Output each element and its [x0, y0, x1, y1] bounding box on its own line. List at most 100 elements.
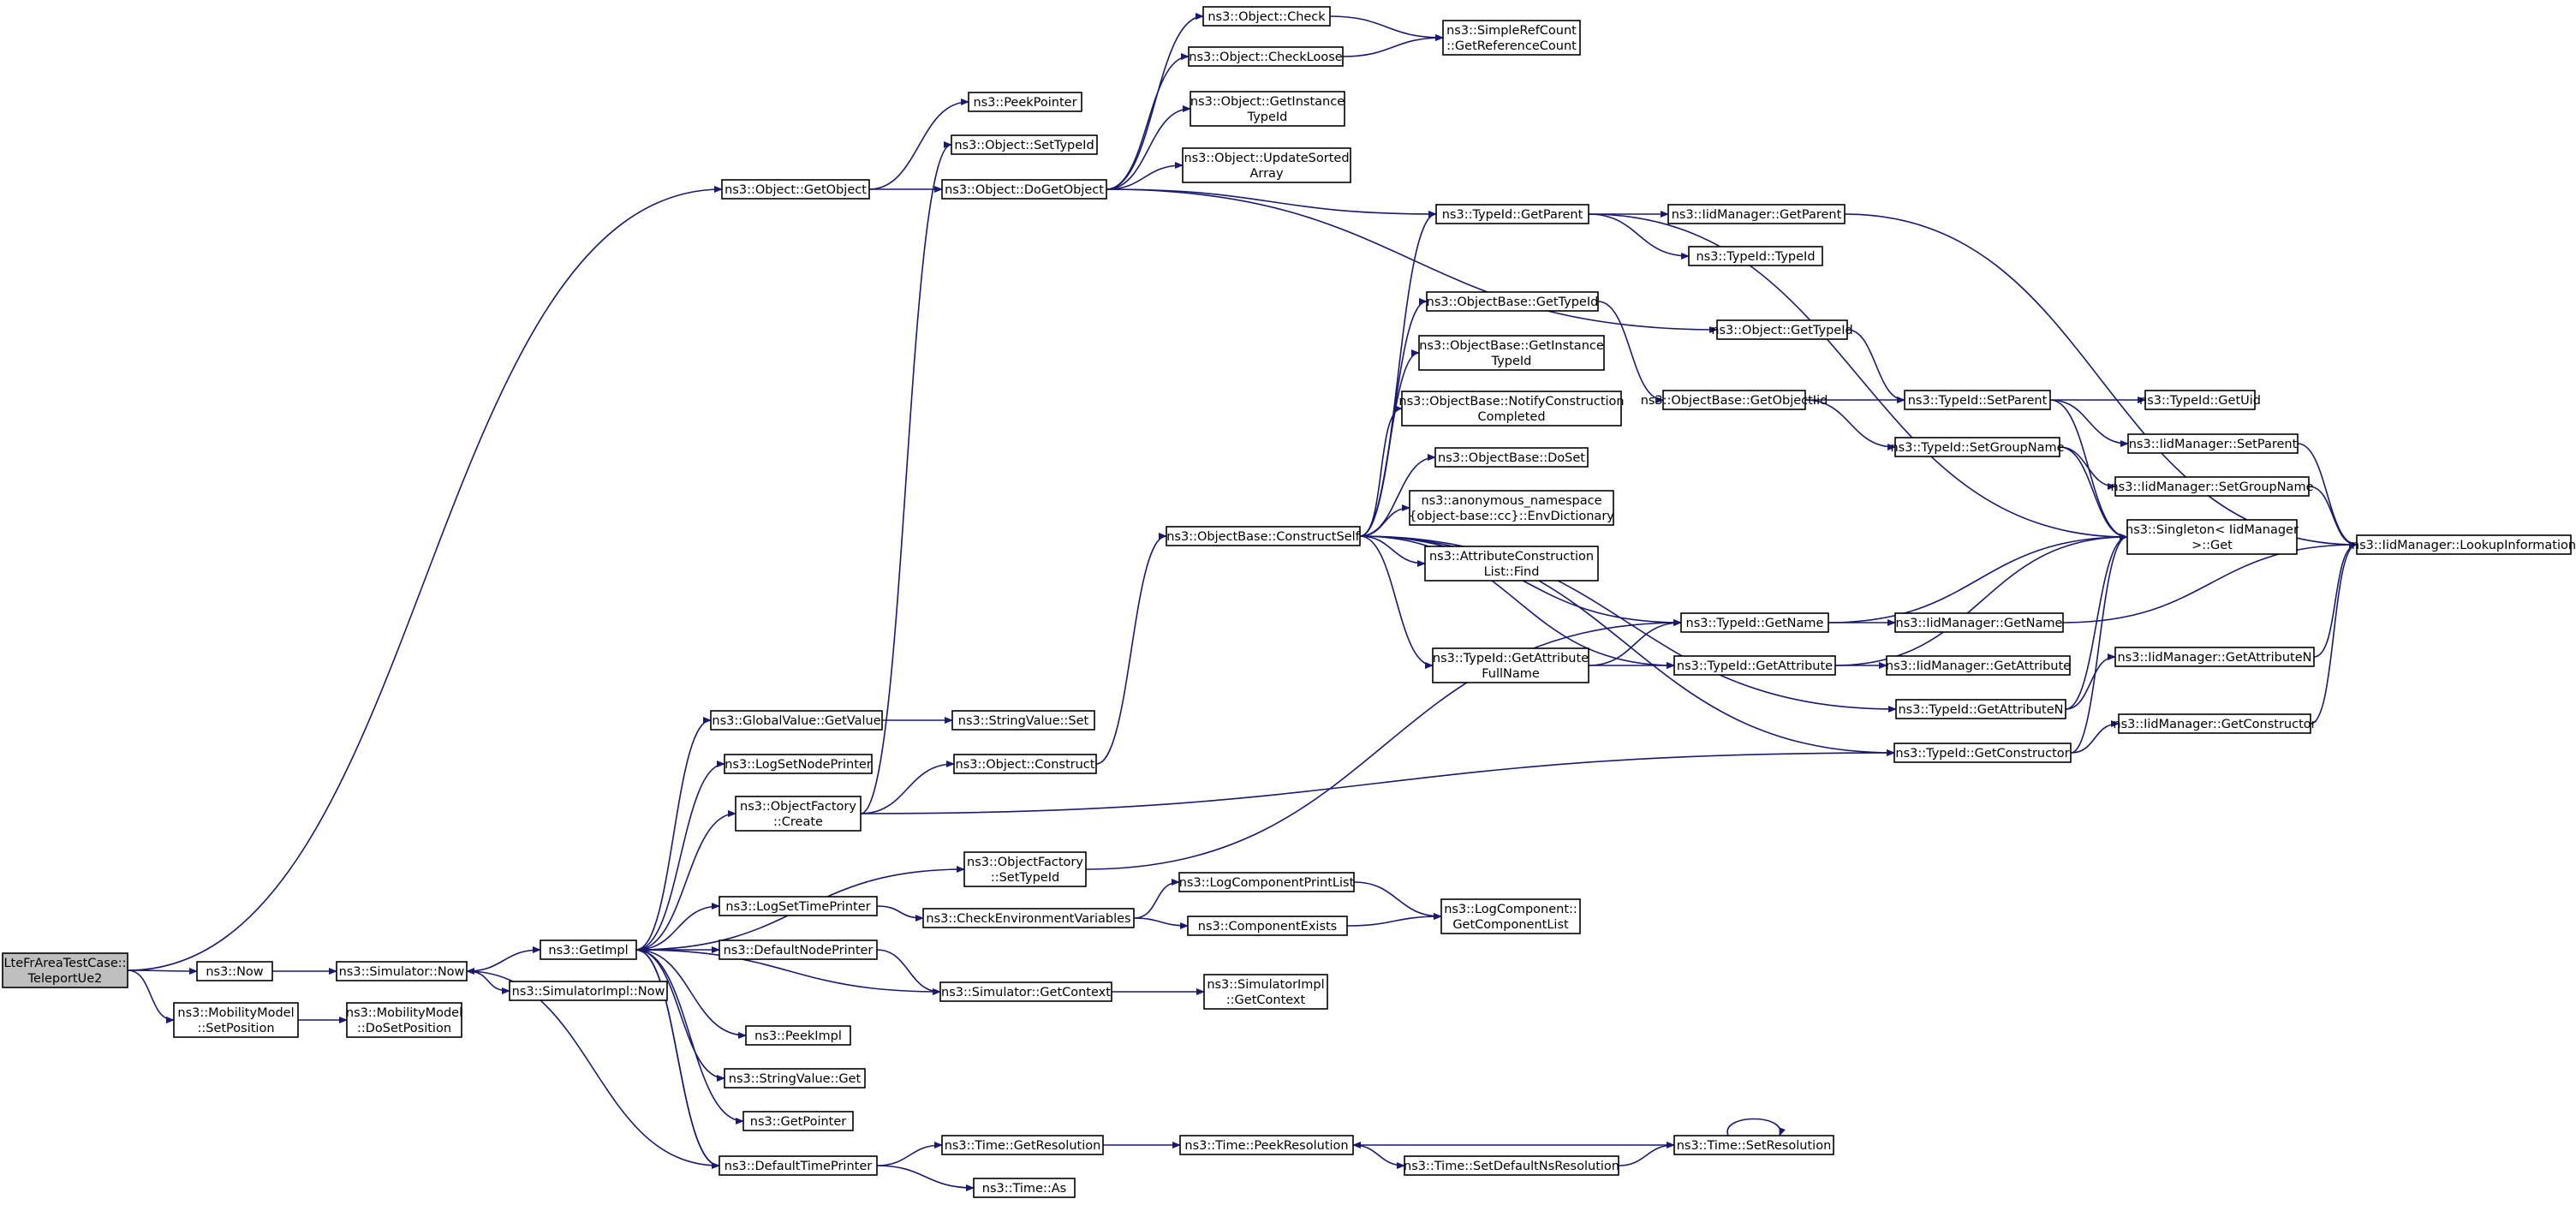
- node-getpointer[interactable]: ns3::GetPointer: [742, 1111, 854, 1131]
- node-label: ns3::IidManager::LookupInformation: [2352, 539, 2576, 552]
- node-timesetdefault[interactable]: ns3::Time::SetDefaultNsResolution: [1404, 1155, 1619, 1176]
- node-tidgetparent[interactable]: ns3::TypeId::GetParent: [1435, 204, 1589, 224]
- node-iidgetconstructor[interactable]: ns3::IidManager::GetConstructor: [2113, 713, 2317, 734]
- node-simgetcontext[interactable]: ns3::Simulator::GetContext: [939, 981, 1112, 1002]
- node-tidtypeid[interactable]: ns3::TypeId::TypeId: [1688, 246, 1823, 266]
- node-logcompgetlist[interactable]: ns3::LogComponent::GetComponentList: [1440, 898, 1581, 934]
- node-iidgetparent[interactable]: ns3::IidManager::GetParent: [1667, 204, 1846, 224]
- node-mmdosetpos[interactable]: ns3::MobilityModel::DoSetPosition: [346, 1002, 462, 1038]
- node-tidsetparent[interactable]: ns3::TypeId::SetParent: [1904, 390, 2051, 410]
- node-logsettimeprinter[interactable]: ns3::LogSetTimePrinter: [719, 896, 878, 916]
- node-box: [1442, 20, 1581, 56]
- node-tidsetgroupname[interactable]: ns3::TypeId::SetGroupName: [1890, 437, 2065, 457]
- node-label: ::GetReferenceCount: [1446, 39, 1577, 53]
- node-defaultnodeprinter[interactable]: ns3::DefaultNodePrinter: [719, 940, 878, 960]
- edge-line: [2070, 534, 2128, 754]
- edge-line: [1359, 535, 1675, 669]
- node-label: ns3::ObjectBase::GetInstance: [1419, 339, 1604, 353]
- node-box: [941, 1135, 1104, 1155]
- node-tidgetconstructor[interactable]: ns3::TypeId::GetConstructor: [1893, 743, 2072, 763]
- node-tidgetattrn[interactable]: ns3::TypeId::GetAttributeN: [1895, 699, 2066, 719]
- node-iidlookup[interactable]: ns3::IidManager::LookupInformation: [2352, 534, 2576, 555]
- node-peekpointer[interactable]: ns3::PeekPointer: [968, 92, 1082, 112]
- node-timesetres[interactable]: ns3::Time::SetResolution: [1673, 1135, 1834, 1155]
- node-tidgetuid[interactable]: ns3::TypeId::GetUid: [2139, 390, 2261, 410]
- node-box: [2114, 647, 2315, 667]
- node-label: ns3::Object::UpdateSorted: [1184, 152, 1349, 165]
- node-objsettypeid[interactable]: ns3::Object::SetTypeId: [951, 134, 1098, 155]
- node-logcompprintlist[interactable]: ns3::LogComponentPrintList: [1178, 872, 1355, 892]
- edge-line: [1588, 213, 2128, 540]
- node-obnotify[interactable]: ns3::ObjectBase::NotifyConstructionCompl…: [1398, 391, 1625, 427]
- node-dogetobject[interactable]: ns3::Object::DoGetObject: [941, 179, 1107, 200]
- node-objfactorycreate[interactable]: ns3::ObjectFactory::Create: [735, 796, 862, 832]
- node-box: [719, 896, 878, 916]
- node-singleton[interactable]: ns3::Singleton< IidManager >::Get: [2126, 519, 2299, 555]
- node-label: ns3::SimpleRefCount: [1446, 24, 1577, 38]
- node-obconstructself[interactable]: ns3::ObjectBase::ConstructSelf: [1166, 526, 1361, 546]
- node-iidsetparent[interactable]: ns3::IidManager::SetParent: [2127, 433, 2299, 454]
- node-simnow[interactable]: ns3::Simulator::Now: [336, 961, 468, 981]
- edge-line: [1095, 533, 1167, 765]
- edge-tidgetparent-to-tidtypeid: [1588, 213, 1690, 259]
- node-box: [922, 908, 1135, 928]
- node-label: ::SetPosition: [197, 1022, 274, 1035]
- node-stringvalueset[interactable]: ns3::StringValue::Set: [951, 710, 1095, 731]
- edge-line: [1106, 162, 1184, 190]
- node-timeas[interactable]: ns3::Time::As: [973, 1178, 1076, 1198]
- node-mmsetpos[interactable]: ns3::MobilityModel::SetPosition: [173, 1002, 299, 1038]
- node-box: [1409, 490, 1614, 526]
- node-objgettypeid[interactable]: ns3::Object::GetTypeId: [1711, 319, 1853, 340]
- node-gvgetvalue[interactable]: ns3::GlobalValue::GetValue: [710, 710, 883, 731]
- edge-getimpl-to-simgetcontext: [635, 949, 941, 995]
- node-simimplgetcontext[interactable]: ns3::SimulatorImpl::GetContext: [1203, 974, 1328, 1010]
- node-label: ns3::TypeId::GetParent: [1442, 208, 1583, 222]
- node-simplerefcount[interactable]: ns3::SimpleRefCount::GetReferenceCount: [1442, 20, 1581, 56]
- node-timegetres[interactable]: ns3::Time::GetResolution: [941, 1135, 1104, 1155]
- node-objfactorysettid[interactable]: ns3::ObjectFactory::SetTypeId: [963, 851, 1087, 887]
- node-peekimpl[interactable]: ns3::PeekImpl: [745, 1025, 851, 1046]
- node-iidgetname[interactable]: ns3::IidManager::GetName: [1894, 612, 2064, 633]
- node-box: [1202, 6, 1331, 27]
- node-iidgetattr[interactable]: ns3::IidManager::GetAttribute: [1886, 655, 2071, 676]
- node-stringvalueget[interactable]: ns3::StringValue::Get: [724, 1068, 866, 1089]
- edge-tidgetattrn-to-iidgetattrn: [2065, 653, 2116, 710]
- node-obgettypeid[interactable]: ns3::ObjectBase::GetTypeId: [1426, 291, 1599, 312]
- edge-line: [466, 946, 541, 972]
- edge-tidgetparent-to-singleton: [1588, 213, 2128, 540]
- node-label: ns3::Time::SetDefaultNsResolution: [1404, 1160, 1619, 1173]
- node-now[interactable]: ns3::Now: [196, 961, 273, 981]
- node-compexists[interactable]: ns3::ComponentExists: [1187, 916, 1348, 936]
- edge-tidsetparent-to-iidsetparent: [2049, 399, 2129, 447]
- node-tidgetattr[interactable]: ns3::TypeId::GetAttribute: [1673, 655, 1836, 676]
- node-obgetobjectiid[interactable]: ns3::ObjectBase::GetObjectIid: [1641, 390, 1828, 410]
- node-logsetnodeprinter[interactable]: ns3::LogSetNodePrinter: [724, 754, 873, 774]
- node-iidsetgroupname[interactable]: ns3::IidManager::SetGroupName: [2110, 476, 2314, 497]
- node-box: [1166, 526, 1361, 546]
- node-objcheck[interactable]: ns3::Object::Check: [1202, 6, 1331, 27]
- node-objconstruct[interactable]: ns3::Object::Construct: [953, 754, 1097, 774]
- node-tidgetname[interactable]: ns3::TypeId::GetName: [1680, 612, 1829, 633]
- node-simimplnow[interactable]: ns3::SimulatorImpl::Now: [509, 981, 668, 1001]
- node-checkenv[interactable]: ns3::CheckEnvironmentVariables: [922, 908, 1135, 928]
- edge-line: [127, 969, 175, 1023]
- node-objcheckloose[interactable]: ns3::Object::CheckLoose: [1188, 46, 1344, 67]
- node-getobject[interactable]: ns3::Object::GetObject: [721, 179, 870, 200]
- edge-getimpl-to-stringvalueget: [635, 949, 725, 1082]
- node-timepeekres[interactable]: ns3::Time::PeekResolution: [1179, 1135, 1354, 1155]
- node-obdoset[interactable]: ns3::ObjectBase::DoSet: [1434, 447, 1589, 468]
- node-box: [1673, 655, 1836, 676]
- node-defaulttimeprinter[interactable]: ns3::DefaultTimePrinter: [719, 1155, 878, 1176]
- node-box: [939, 981, 1112, 1002]
- node-root[interactable]: LteFrAreaTestCase::TeleportUe2: [2, 952, 128, 988]
- node-anonenv[interactable]: ns3::anonymous_namespace{object-base::cc…: [1409, 490, 1614, 526]
- node-getimpl[interactable]: ns3::GetImpl: [540, 940, 637, 960]
- edge-logsettimeprinter-to-checkenv: [876, 905, 924, 922]
- node-iidgetattrn[interactable]: ns3::IidManager::GetAttributeN: [2114, 647, 2315, 667]
